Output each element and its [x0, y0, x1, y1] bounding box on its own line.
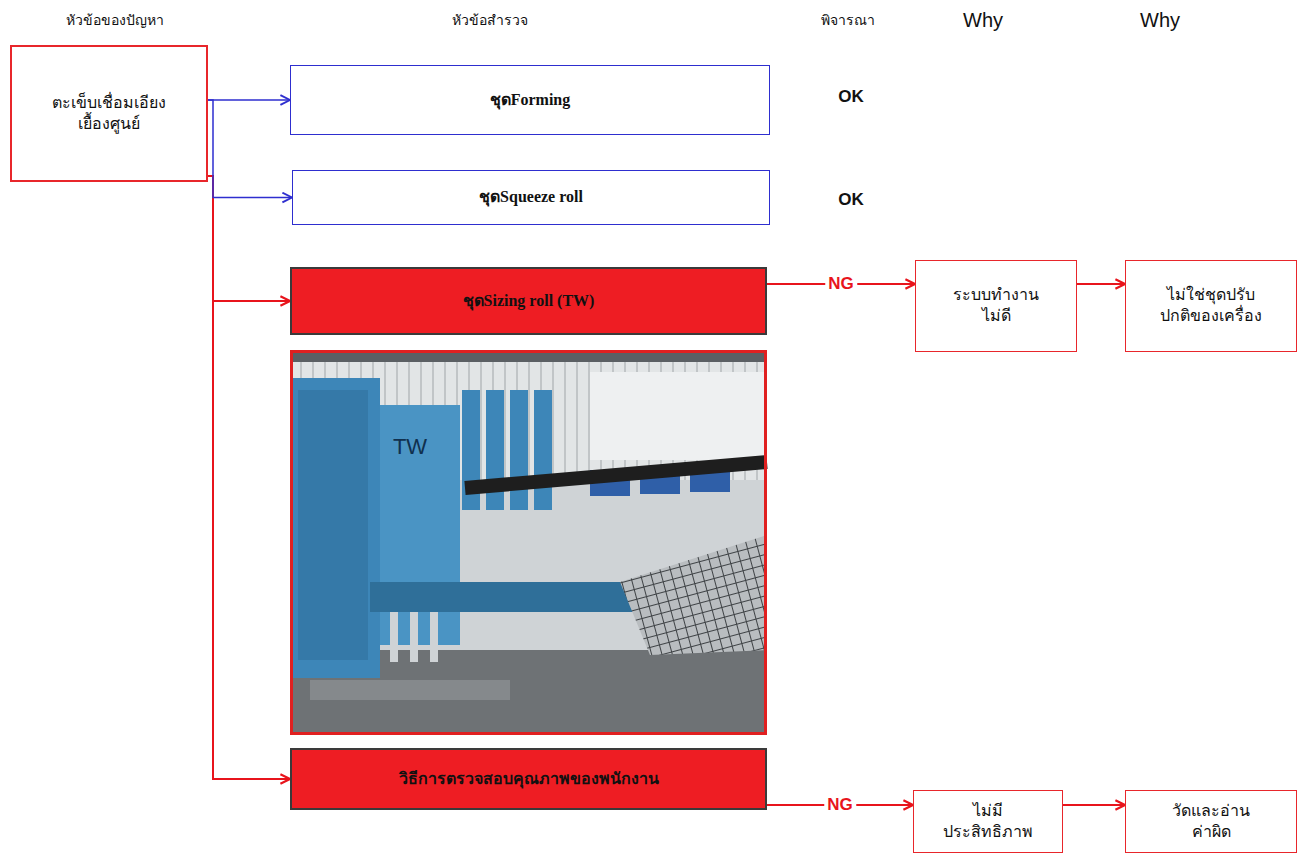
box-content: ไม่ใช่ชุดปรับ ปกติของเครื่อง: [1160, 285, 1262, 327]
box-text: ตะเข็บเชื่อมเอียง เยื้องศูนย์: [52, 93, 166, 135]
box-content: วิธีการตรวจสอบคุณภาพของพนักงาน: [399, 769, 659, 790]
machine-frame: [290, 378, 380, 678]
factory-window: [590, 372, 767, 460]
status-label: OK: [838, 87, 864, 107]
photo-border: [292, 352, 766, 734]
box-text: วัดและอ่าน ค่าผิด: [1172, 801, 1250, 843]
photo-label: TW: [393, 434, 427, 460]
box-content: ตะเข็บเชื่อมเอียง เยื้องศูนย์: [52, 93, 166, 135]
problem-box: ตะเข็บเชื่อมเอียง เยื้องศูนย์: [10, 45, 208, 182]
column-header: Why: [1140, 8, 1180, 32]
box-content: ไม่มี ประสิทธิภาพ: [943, 801, 1033, 843]
connector-arrow: [208, 176, 290, 301]
box-text: ระบบทำงาน ไม่ดี: [953, 285, 1039, 327]
column-header: Why: [963, 8, 1003, 32]
why-box: ไม่ใช่ชุดปรับ ปกติของเครื่อง: [1125, 260, 1297, 352]
water-stream: [430, 612, 438, 662]
why-box: ไม่มี ประสิทธิภาพ: [913, 790, 1063, 853]
box-text: ชุดForming: [490, 90, 571, 111]
steel-pipe: [465, 462, 767, 488]
roll-column: [534, 390, 552, 510]
photo-group: [290, 350, 767, 735]
box-content: วัดและอ่าน ค่าผิด: [1172, 801, 1250, 843]
column-header: หัวข้อของปัญหา: [66, 12, 164, 29]
box-text: ไม่มี ประสิทธิภาพ: [943, 801, 1033, 843]
photo-ground: [290, 350, 767, 735]
why-box: วัดและอ่าน ค่าผิด: [1125, 790, 1297, 853]
box-content: ระบบทำงาน ไม่ดี: [953, 285, 1039, 327]
box-text: ชุดSizing roll (TW): [463, 291, 595, 312]
column-header: หัวข้อสำรวจ: [452, 12, 528, 29]
check-box: ชุดSqueeze roll: [292, 170, 770, 225]
water-stream: [410, 612, 418, 662]
connector-arrow: [1077, 283, 1125, 285]
box-content: ชุดForming: [490, 90, 571, 111]
box-text: ชุดSqueeze roll: [479, 187, 583, 208]
connector-arrow: [208, 100, 292, 198]
mesh-table: [620, 535, 767, 655]
fault-box: ชุดSizing roll (TW): [290, 267, 767, 335]
box-text: วิธีการตรวจสอบคุณภาพของพนักงาน: [399, 769, 659, 790]
box-text: ไม่ใช่ชุดปรับ ปกติของเครื่อง: [1160, 285, 1262, 327]
machine-panel: [298, 390, 368, 660]
box-content: ชุดSizing roll (TW): [463, 291, 595, 312]
connector-arrow: [208, 99, 290, 101]
water-stream: [390, 612, 398, 662]
connector-arrow: [1063, 804, 1125, 806]
edge-label: NG: [825, 274, 857, 294]
column-header: พิจารณา: [821, 12, 875, 29]
fault-box: วิธีการตรวจสอบคุณภาพของพนักงาน: [290, 748, 767, 810]
connector-arrow: [208, 176, 290, 779]
roll-column: [510, 390, 528, 510]
status-label: OK: [838, 190, 864, 210]
box-content: ชุดSqueeze roll: [479, 187, 583, 208]
floor-reflection: [310, 680, 510, 700]
machine-rail: [370, 582, 640, 612]
why-box: ระบบทำงาน ไม่ดี: [915, 260, 1077, 352]
edge-label: NG: [824, 795, 856, 815]
check-box: ชุดForming: [290, 65, 770, 135]
